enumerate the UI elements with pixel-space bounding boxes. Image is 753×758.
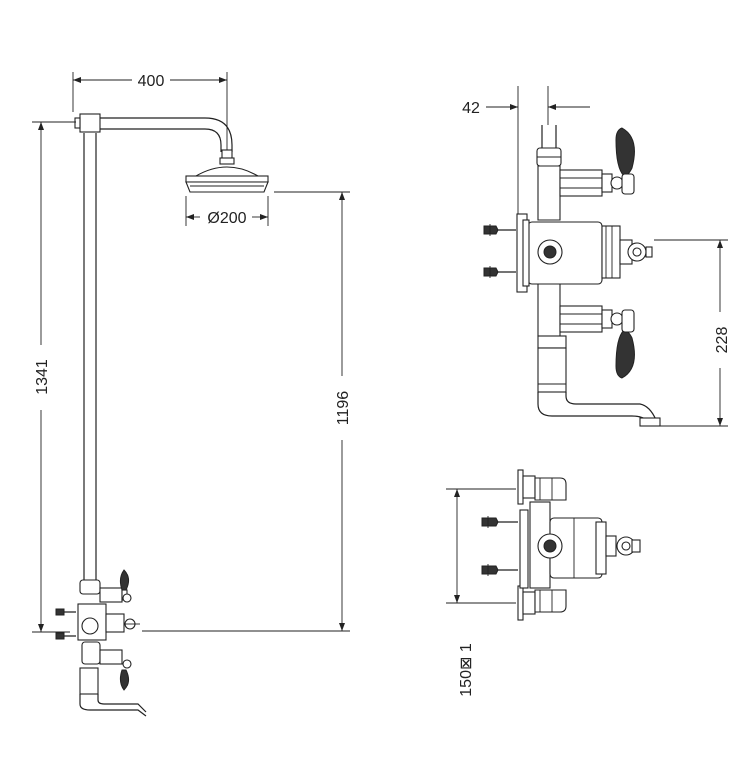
dim-head-height: 1196 xyxy=(142,191,352,632)
small-valve-assembly xyxy=(55,569,147,717)
dim-label-400: 400 xyxy=(138,73,165,90)
dim-head-diameter: Ø200 xyxy=(185,196,269,227)
dim-arm-length: 400 xyxy=(72,72,228,150)
valve-front-view: 42 228 xyxy=(462,86,731,427)
dim-depth: 42 xyxy=(462,86,590,214)
dim-label-228: 228 xyxy=(714,327,731,354)
dim-label-1196: 1196 xyxy=(335,391,352,426)
dim-label-1341: 1341 xyxy=(34,359,51,395)
dim-label-150: 150⊠ 1 xyxy=(458,643,475,697)
dim-spout-drop: 228 xyxy=(654,239,731,427)
dim-total-height: 1341 xyxy=(32,121,76,633)
dim-label-42: 42 xyxy=(462,100,480,117)
dim-label-diameter: Ø200 xyxy=(207,210,246,227)
valve-side-view: 150⊠ 1 xyxy=(446,469,641,697)
front-elevation: 400 Ø200 1341 xyxy=(32,72,352,717)
dim-centres: 150⊠ 1 xyxy=(446,488,516,697)
